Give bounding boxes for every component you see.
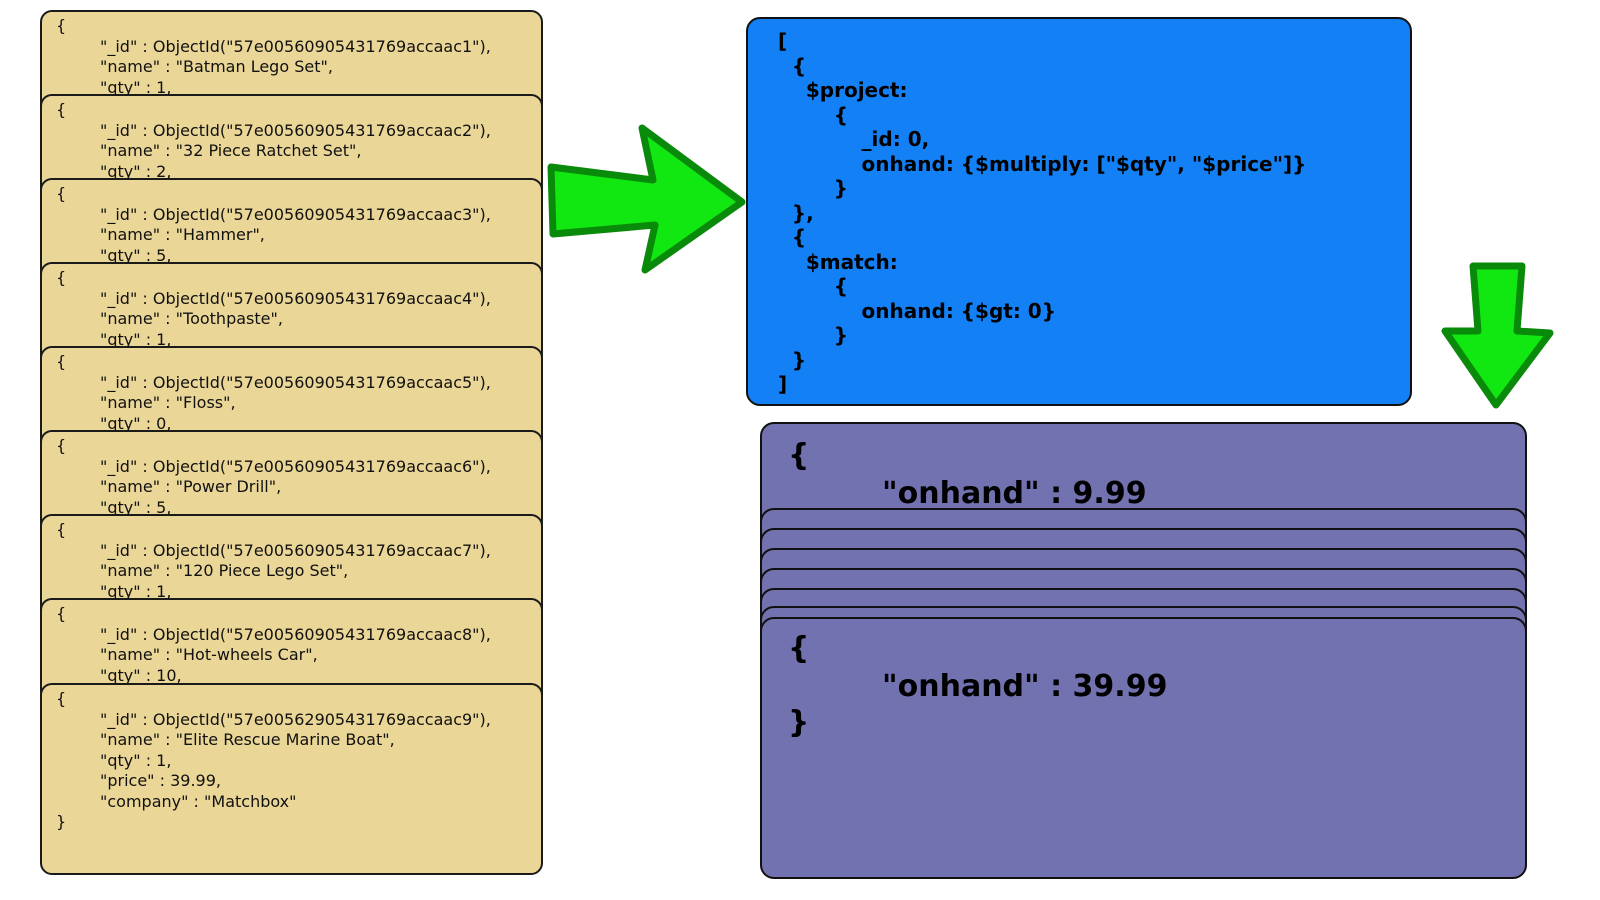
- result-document-full: { "onhand" : 39.99 }: [760, 617, 1527, 879]
- field-qty: "qty" : 10,: [100, 665, 182, 685]
- pipeline-line: }: [778, 347, 807, 372]
- pipeline-line: }: [778, 323, 848, 347]
- pipeline-line: {: [778, 274, 848, 298]
- brace-open: {: [56, 520, 67, 539]
- pipeline-line: _id: 0,: [778, 127, 930, 151]
- pipeline-line: onhand: {$gt: 0}: [778, 298, 1056, 323]
- field-price: "price" : 39.99,: [100, 771, 221, 790]
- field-onhand: "onhand" : 39.99: [882, 669, 1168, 704]
- field-name: "name" : "Hot-wheels Car",: [100, 645, 318, 664]
- field-name: "name" : "Power Drill",: [100, 477, 282, 496]
- field-id: "_id" : ObjectId("57e00560905431769accaa…: [100, 120, 491, 140]
- brace-open: {: [56, 268, 67, 287]
- field-name: "name" : "Batman Lego Set",: [100, 57, 333, 76]
- brace-open: {: [56, 689, 67, 708]
- field-id: "_id" : ObjectId("57e00560905431769accaa…: [100, 540, 491, 560]
- field-id: "_id" : ObjectId("57e00562905431769accaa…: [100, 709, 491, 729]
- field-qty: "qty" : 5,: [100, 497, 172, 517]
- pipeline-line: {: [778, 225, 807, 249]
- brace-open: {: [56, 184, 67, 203]
- field-qty: "qty" : 1,: [100, 581, 172, 601]
- pipeline-line: }: [778, 176, 848, 200]
- brace-close: }: [56, 812, 67, 831]
- field-id: "_id" : ObjectId("57e00560905431769accaa…: [100, 456, 491, 476]
- field-name: "name" : "32 Piece Ratchet Set",: [100, 141, 362, 160]
- brace-close: }: [788, 705, 810, 740]
- input-document-full: { "_id" : ObjectId("57e00562905431769acc…: [40, 683, 543, 875]
- pipeline-line: [: [778, 29, 788, 53]
- field-qty: "qty" : 1,: [100, 750, 172, 770]
- brace-open: {: [56, 100, 67, 119]
- pipeline-line: onhand: {$multiply: ["$qty", "$price"]}: [778, 151, 1307, 176]
- field-id: "_id" : ObjectId("57e00560905431769accaa…: [100, 372, 491, 392]
- pipeline-line: },: [778, 200, 814, 225]
- field-name: "name" : "Elite Rescue Marine Boat",: [100, 730, 395, 749]
- field-qty: "qty" : 1,: [100, 77, 172, 97]
- brace-open: {: [56, 604, 67, 623]
- pipeline-line: $project:: [778, 78, 908, 102]
- field-qty: "qty" : 2,: [100, 161, 172, 181]
- pipeline-line: {: [778, 53, 807, 78]
- field-qty: "qty" : 5,: [100, 245, 172, 265]
- aggregation-pipeline: [ { $project: { _id: 0, onhand: {$multip…: [746, 17, 1412, 406]
- field-qty: "qty" : 0,: [100, 413, 172, 433]
- field-name: "name" : "Floss",: [100, 393, 236, 412]
- field-company: "company" : "Matchbox": [100, 791, 297, 811]
- field-qty: "qty" : 1,: [100, 329, 172, 349]
- brace-open: {: [56, 352, 67, 371]
- pipeline-line: {: [778, 102, 848, 127]
- field-name: "name" : "120 Piece Lego Set",: [100, 561, 349, 580]
- brace-open: {: [788, 631, 810, 666]
- field-name: "name" : "Hammer",: [100, 225, 265, 244]
- field-id: "_id" : ObjectId("57e00560905431769accaa…: [100, 288, 491, 308]
- input-document: { "_id" : ObjectId("57e00560905431769acc…: [40, 178, 543, 298]
- field-id: "_id" : ObjectId("57e00560905431769accaa…: [100, 204, 491, 224]
- pipeline-line: $match:: [778, 249, 898, 274]
- field-id: "_id" : ObjectId("57e00560905431769accaa…: [100, 36, 491, 56]
- brace-open: {: [56, 16, 67, 35]
- field-id: "_id" : ObjectId("57e00560905431769accaa…: [100, 624, 491, 644]
- pipeline-line: ]: [778, 372, 788, 396]
- field-onhand: "onhand" : 9.99: [882, 476, 1147, 511]
- brace-open: {: [56, 436, 67, 455]
- brace-open: {: [788, 438, 810, 473]
- field-name: "name" : "Toothpaste",: [100, 309, 283, 328]
